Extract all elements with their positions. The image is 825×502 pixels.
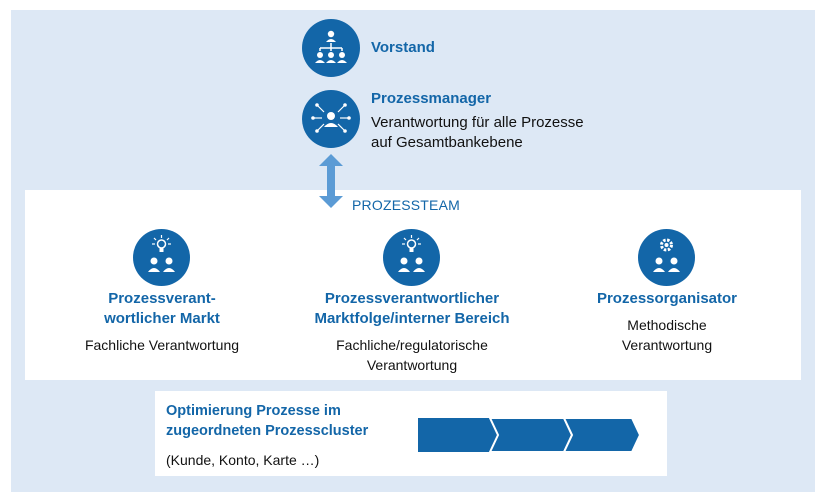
role-title-line1: Prozessorganisator [596,290,738,307]
role-desc-line2: Verantwortung [366,357,458,373]
role-title-line2: wortlicher Markt [104,310,220,327]
team-idea-icon [133,229,190,286]
chevron-icon [488,418,574,452]
org-chart-icon [302,19,360,77]
role-title-line1: Prozessverant- [108,290,216,307]
role-desc-line1: Methodische [627,317,707,333]
team-idea-icon [383,229,440,286]
role-desc-line2: Verantwortung [621,337,713,353]
chevron-icon [418,418,498,452]
vorstand-title: Vorstand [371,39,435,56]
optimierung-subtitle: (Kunde, Konto, Karte …) [166,452,320,468]
prozessmanager-desc-line2: auf Gesamtbankebene [371,134,523,151]
role-title-line1: Prozessverantwortlicher [324,290,500,307]
process-chevrons [418,418,642,452]
optimierung-title-line2: zugeordneten Prozesscluster [166,423,369,439]
team-gear-icon [638,229,695,286]
optimierung-title-line1: Optimierung Prozesse im [166,403,341,419]
prozessteam-label: PROZESSTEAM [352,197,460,213]
role-desc-line1: Fachliche Verantwortung [84,337,240,353]
double-arrow-icon [319,154,343,208]
prozessmanager-title: Prozessmanager [371,90,492,107]
chevron-icon [562,418,642,452]
prozessmanager-desc-line1: Verantwortung für alle Prozesse [371,114,584,131]
role-markt: Prozessverant- wortlicher Markt Fachlich… [47,289,277,355]
role-organisator: Prozessorganisator Methodische Verantwor… [567,289,767,355]
manager-network-icon [302,90,360,148]
role-title-line2: Marktfolge/interner Bereich [314,310,510,327]
role-desc-line1: Fachliche/regulatorische [336,337,488,353]
role-marktfolge: Prozessverantwortlicher Marktfolge/inter… [287,289,537,375]
